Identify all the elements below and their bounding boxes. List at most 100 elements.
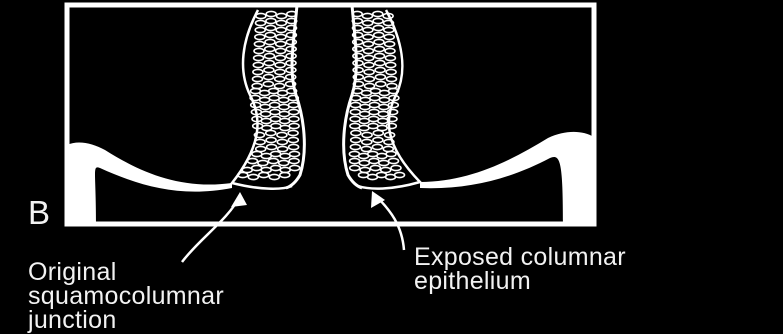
villus-loop [289,109,299,114]
villus-loop [254,41,264,46]
label-original-squamocolumnar-junction: Original squamocolumnar junction [28,260,224,332]
villus-loop [379,160,389,165]
villus-loop [279,104,289,109]
villus-loop [253,69,263,74]
villus-loop [369,102,379,107]
villus-loop [256,20,266,25]
villus-loop [266,137,276,142]
villus-loop [374,46,384,51]
villus-loop [254,55,264,60]
villus-loop [369,109,379,114]
villus-loop [271,151,281,156]
villus-loop [276,27,286,32]
villus-loop [251,88,261,93]
label-line: squamocolumnar [28,284,224,308]
villus-loop [256,13,266,18]
villus-loop [278,146,288,151]
villus-loop [373,18,383,23]
villus-loop [373,137,383,142]
villus-loop [363,41,373,46]
villus-loop [379,97,389,102]
villus-loop [260,97,270,102]
villus-loop [269,174,279,179]
villus-loop [258,160,268,165]
villus-loop [289,102,299,107]
villus-loop [253,76,263,81]
villus-loop [270,109,280,114]
villus-loop [276,41,286,46]
villus-loop [286,74,296,79]
villus-loop [261,153,271,158]
villus-loop [375,74,385,79]
villus-loop [369,158,379,163]
villus-loop [353,60,363,65]
villus-loop [359,118,369,123]
villus-loop [255,34,265,39]
villus-loop [389,158,399,163]
label-line: Exposed columnar [414,245,626,269]
villus-loop [374,39,384,44]
villus-loop [362,139,372,144]
villus-loop [370,165,380,170]
villus-loop [364,76,374,81]
villus-loop [350,109,360,114]
villus-loop [268,158,278,163]
villus-loop [277,132,287,137]
right-squamous-epithelium [420,132,594,224]
villus-loop [375,67,385,72]
villus-loop [270,102,280,107]
villus-loop [363,27,373,32]
villus-loop [363,34,373,39]
villus-loop [361,146,371,151]
villus-loop [375,60,385,65]
villus-loop [289,144,299,149]
villus-loop [275,55,285,60]
villus-loop [353,46,363,51]
villus-loop [266,18,276,23]
villus-loop [373,130,383,135]
villus-loop [362,132,372,137]
villus-loop [373,11,383,16]
villus-loop [277,13,287,18]
villus-loop [374,32,384,37]
villus-loop [265,46,275,51]
villus-loop [279,160,289,165]
villus-loop [386,151,396,156]
villus-loop [266,130,276,135]
left-squamous-epithelium [67,143,232,224]
villus-loop [252,151,262,156]
villus-loop [363,13,373,18]
villus-loop [265,39,275,44]
villus-loop [386,69,396,74]
villus-loop [261,111,271,116]
villus-loop [384,27,394,32]
label-exposed-columnar-epithelium: Exposed columnar epithelium [414,245,626,293]
panel-letter: B [28,196,50,230]
villus-loop [364,62,374,67]
villus-loop [288,137,298,142]
label-line: Original [28,260,224,284]
villus-loop [395,172,405,177]
villus-loop [375,53,385,58]
villus-loop [373,25,383,30]
villus-loop [248,174,258,179]
villus-loop [263,81,273,86]
villus-loop [363,20,373,25]
villus-loop [264,60,274,65]
villus-loop [275,69,285,74]
label-line: junction [28,308,224,332]
villus-loop [264,74,274,79]
villus-loop [387,76,397,81]
villus-loop [379,104,389,109]
villus-loop [276,20,286,25]
villus-loop [386,62,396,67]
villus-loop [277,139,287,144]
villus-loop [385,41,395,46]
villus-loop [275,62,285,67]
arrow-original-junction [182,192,247,262]
villus-loop [378,111,388,116]
villus-loop [350,144,360,149]
villus-loop [353,53,363,58]
villus-loop [280,172,290,177]
villus-loop [276,48,286,53]
